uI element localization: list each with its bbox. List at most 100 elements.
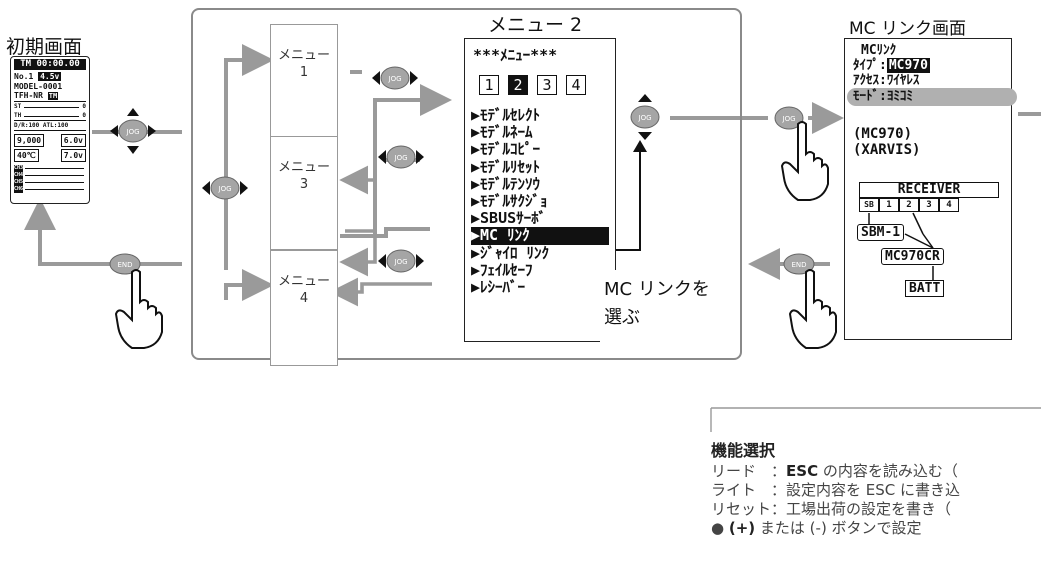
menu-card-number: 4: [299, 291, 309, 306]
menu-card-number: 3: [299, 177, 309, 192]
callout-select-mc-link: MC リンクを 選ぶ: [600, 270, 740, 348]
jog-dial-icon[interactable]: JOG: [110, 108, 156, 154]
menu-item-mc-link[interactable]: ▶MC ﾘﾝｸ: [471, 227, 609, 245]
model-number: No.1: [14, 72, 34, 81]
system-badge: TM: [47, 92, 59, 100]
line-name: ●: [711, 519, 729, 537]
menu-item-model-transfer[interactable]: ▶ﾓﾃﾞﾙﾃﾝｿｳ: [471, 174, 541, 193]
menu-item-sbus-servo[interactable]: ▶SBUSｻｰﾎﾞ: [471, 209, 547, 228]
access-label: ｱｸｾｽ:: [853, 73, 887, 88]
jog-left-right-icon[interactable]: JOG: [378, 238, 424, 284]
timer: TM 00:00.00: [14, 59, 86, 70]
menu-item-model-reset[interactable]: ▶ﾓﾃﾞﾙﾘｾｯﾄ: [471, 157, 541, 176]
menu2-title: メニュー 2: [488, 14, 583, 36]
menu-card-4[interactable]: メニュー 4: [270, 250, 338, 366]
th-label: TH: [14, 112, 22, 119]
jog-text: JOG: [126, 128, 140, 136]
line-text: 設定内容を ESC に書き込: [786, 481, 961, 499]
line-bold: ESC: [786, 462, 819, 480]
menu-card-label: メニュー: [277, 274, 330, 289]
esc-name: (XARVIS): [853, 142, 921, 158]
page-4[interactable]: 4: [566, 75, 586, 95]
jog-left-right-icon[interactable]: JOG: [372, 55, 418, 101]
th-value: 0: [82, 112, 86, 119]
end-text: END: [117, 261, 132, 269]
jog-left-right-icon[interactable]: JOG: [378, 134, 424, 180]
line-sep: ：: [771, 462, 787, 480]
battery-1: 6.0v: [60, 134, 86, 147]
jog-text: JOG: [388, 75, 402, 83]
system-mode: TFH-NR: [14, 91, 43, 100]
menu-item-model-delete[interactable]: ▶ﾓﾃﾞﾙｻｸｼﾞｮ: [471, 191, 548, 210]
port: 2: [899, 198, 919, 212]
end-text: END: [791, 261, 806, 269]
channel-label: CH3: [14, 165, 24, 172]
description-line: ライト ：設定内容を ESC に書き込: [711, 481, 960, 500]
mc970cr-box: MC970CR: [881, 248, 944, 265]
menu-panel: [191, 8, 742, 360]
port: 4: [939, 198, 959, 212]
page-3[interactable]: 3: [537, 75, 557, 95]
callout-line: 選ぶ: [604, 307, 640, 328]
jog-press-icon[interactable]: JOG: [766, 95, 812, 141]
menu-card-label: メニュー: [277, 160, 330, 175]
jog-text: JOG: [638, 114, 652, 122]
dr-atl: D/R:100 ATL:100: [14, 120, 86, 131]
battery-box: BATT: [905, 280, 945, 297]
callout-line: MC リンクを: [604, 279, 710, 300]
hand-pointer-icon: [788, 269, 837, 349]
type-value[interactable]: MC970: [886, 58, 930, 73]
jog-text: JOG: [782, 115, 796, 123]
line-text: または (-) ボタンで設定: [755, 519, 922, 537]
wiring-lines: [868, 212, 934, 280]
mc-link-lcd: MCﾘﾝｸ ﾀｲﾌﾟ:MC970 ｱｸｾｽ:ﾜｲﾔﾚｽ ﾓｰﾄﾞ:ﾖﾐｺﾐ (M…: [844, 38, 1017, 340]
line-sep: ：: [771, 500, 787, 518]
receiver-box: RECEIVER: [859, 182, 999, 198]
menu-item-model-copy[interactable]: ▶ﾓﾃﾞﾙｺﾋﾟｰ: [471, 140, 541, 159]
menu-item-receiver[interactable]: ▶ﾚｼｰﾊﾞｰ: [471, 277, 526, 296]
line-name: リセット: [711, 500, 772, 518]
menu2-header: ***ﾒﾆｭｰ***: [473, 46, 558, 64]
description-line: リセット：工場出荷の設定を書き（: [711, 500, 960, 519]
jog-up-down-icon[interactable]: JOG: [622, 94, 668, 140]
description-title: 機能選択: [711, 441, 776, 460]
end-button-icon[interactable]: END: [104, 244, 146, 284]
line-text: の内容を読み込む（: [818, 462, 958, 480]
odometer: 9,000: [14, 134, 45, 147]
port: 1: [879, 198, 899, 212]
channel-label: CH4: [14, 172, 24, 179]
wiring-diagram: RECEIVER SB 1 2 3 4 SBM-1 MC970CR BATT: [853, 182, 1003, 332]
receiver-ports: SB 1 2 3 4: [859, 198, 959, 212]
type-label: ﾀｲﾌﾟ:: [853, 58, 887, 73]
page-1[interactable]: 1: [479, 75, 499, 95]
menu-item-model-name[interactable]: ▶ﾓﾃﾞﾙﾈｰﾑ: [471, 123, 533, 142]
description-line: ● (+) または (-) ボタンで設定: [711, 519, 960, 538]
menu-item-gyro-link[interactable]: ▶ｼﾞｬｲﾛ ﾘﾝｸ: [471, 243, 550, 262]
mode-value[interactable]: ﾖﾐｺﾐ: [886, 89, 913, 104]
voltage-badge: 4.5v: [38, 72, 62, 81]
access-value[interactable]: ﾜｲﾔﾚｽ: [886, 73, 920, 88]
menu-card-label: メニュー: [277, 48, 330, 63]
hand-pointer-icon: [114, 269, 163, 349]
jog-left-right-icon[interactable]: JOG: [202, 165, 248, 211]
channel-label: CH6: [14, 186, 24, 193]
menu-item-model-select[interactable]: ▶ﾓﾃﾞﾙｾﾚｸﾄ: [471, 106, 541, 124]
menu-card-number: 1: [299, 65, 309, 80]
jog-text: JOG: [394, 154, 408, 162]
st-value: 0: [82, 103, 86, 110]
sbm-box: SBM-1: [857, 224, 905, 241]
menu-item-failsafe[interactable]: ▶ﾌｪｲﾙｾｰﾌ: [471, 260, 533, 279]
hand-pointer-icon: [780, 121, 829, 201]
st-label: ST: [14, 103, 22, 110]
model-name: MODEL-0001: [14, 82, 63, 91]
initial-screen-title: 初期画面: [6, 36, 83, 58]
line-sep: ：: [771, 481, 787, 499]
jog-text: JOG: [218, 185, 232, 193]
end-button-icon[interactable]: END: [778, 244, 820, 284]
page-2[interactable]: 2: [508, 75, 528, 95]
menu-card-3[interactable]: メニュー 3: [270, 136, 338, 250]
menu-card-1[interactable]: メニュー 1: [270, 24, 338, 138]
description-line: リード ：ESC の内容を読み込む（: [711, 462, 960, 481]
line-bold: (+): [728, 519, 756, 537]
